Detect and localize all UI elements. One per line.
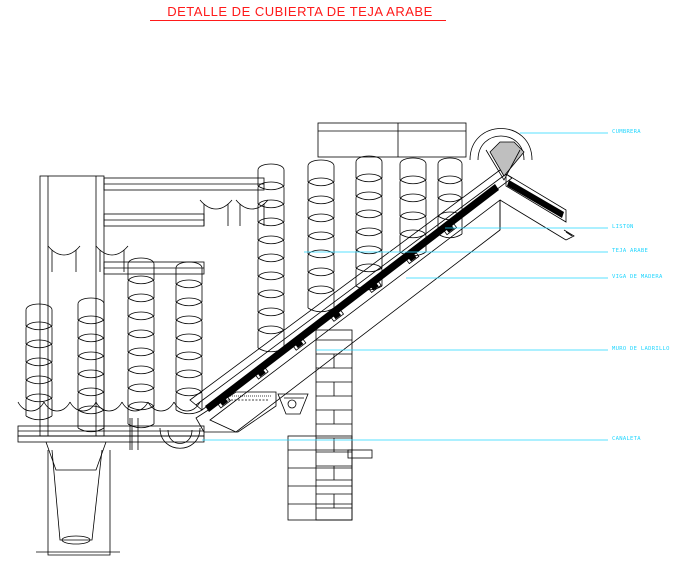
label-cumbrera: CUMBRERA — [612, 129, 641, 135]
tile — [257, 217, 285, 245]
label-liston: LISTON — [612, 224, 634, 230]
tile — [257, 307, 285, 335]
label-canaleta: CANALETA — [612, 436, 641, 442]
tile — [355, 173, 383, 201]
liston-block — [329, 307, 345, 322]
tile — [175, 279, 203, 307]
drawing-title: DETALLE DE CUBIERTA DE TEJA ARABE — [167, 4, 433, 19]
liston-block — [442, 221, 458, 236]
tile — [25, 357, 53, 385]
tile — [307, 195, 335, 223]
tile-cap — [47, 245, 81, 272]
bracket — [277, 393, 309, 415]
tile — [399, 211, 427, 239]
liston-block — [253, 365, 269, 380]
tile — [127, 311, 155, 339]
liston-battens — [205, 180, 564, 412]
tile — [355, 263, 383, 291]
tile — [77, 369, 105, 397]
tile — [257, 199, 285, 227]
tile — [127, 329, 155, 357]
tile — [175, 351, 203, 379]
tile-cap — [235, 199, 269, 226]
tile — [77, 333, 105, 361]
tile — [307, 159, 335, 187]
liston-blocks — [216, 221, 458, 409]
tile — [257, 181, 285, 209]
tile — [307, 285, 335, 313]
tile — [437, 175, 463, 203]
tile — [127, 365, 155, 393]
tile-courses — [17, 155, 463, 433]
tile — [127, 275, 155, 303]
background-frame — [317, 122, 467, 158]
tile — [77, 405, 105, 433]
tile — [175, 369, 203, 397]
tile — [399, 175, 427, 203]
tile — [355, 227, 383, 255]
timber-frame — [39, 175, 265, 437]
tile — [257, 253, 285, 281]
ridge-cap — [469, 128, 533, 181]
tile — [25, 339, 53, 367]
tile — [307, 213, 335, 241]
liston-block — [404, 250, 420, 265]
tile — [25, 321, 53, 349]
liston-block — [366, 279, 382, 294]
tile — [175, 333, 203, 361]
tile — [257, 235, 285, 263]
column — [36, 449, 120, 556]
title-underline — [150, 20, 446, 21]
label-viga-madera: VIGA DE MADERA — [612, 274, 663, 280]
tile — [77, 387, 105, 415]
tile — [25, 393, 53, 421]
tile — [355, 155, 383, 183]
tile — [355, 209, 383, 237]
tile — [307, 231, 335, 259]
tile — [77, 297, 105, 325]
tile — [257, 325, 285, 353]
leader-lines — [202, 132, 608, 441]
tile — [77, 315, 105, 343]
tile — [307, 249, 335, 277]
tile — [399, 157, 427, 185]
tile — [127, 293, 155, 321]
tile — [257, 163, 285, 191]
tile-cap — [199, 199, 233, 226]
tile — [175, 261, 203, 289]
tile — [257, 289, 285, 317]
tile — [355, 191, 383, 219]
tile — [77, 351, 105, 379]
eave-fascia — [195, 391, 277, 433]
tile — [25, 375, 53, 403]
tile-cap — [95, 245, 129, 272]
liston-block — [291, 336, 307, 351]
tile — [355, 245, 383, 273]
tile — [127, 257, 155, 285]
gutter — [17, 418, 205, 471]
tile — [257, 271, 285, 299]
label-teja-arabe: TEJA ARABE — [612, 248, 649, 254]
tile — [307, 177, 335, 205]
tile — [175, 297, 203, 325]
tile — [399, 193, 427, 221]
tile — [175, 387, 203, 415]
tile — [437, 157, 463, 185]
tile — [307, 267, 335, 295]
tile — [25, 303, 53, 331]
rafter — [189, 169, 575, 433]
brick-wall — [287, 329, 373, 521]
tile — [175, 315, 203, 343]
tile — [127, 347, 155, 375]
label-muro-ladrillo: MURO DE LADRILLO — [612, 346, 670, 352]
